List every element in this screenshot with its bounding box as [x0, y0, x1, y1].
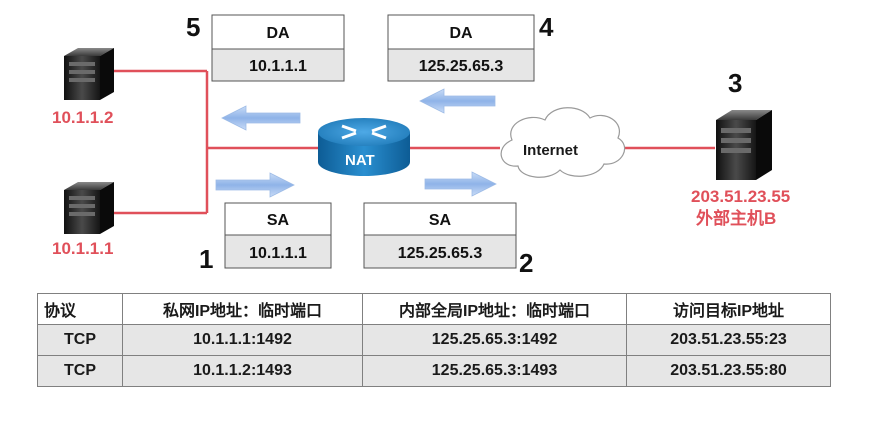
step-number-5: 5 [186, 12, 200, 42]
table-cell: 10.1.1.1:1492 [122, 324, 363, 356]
table-cell: 10.1.1.2:1493 [122, 355, 363, 387]
table-cell: 125.25.65.3:1493 [362, 355, 627, 387]
step-number-4: 4 [539, 12, 554, 42]
table-header-row: 协议 私网IP地址：临时端口 内部全局IP地址：临时端口 访问目标IP地址 [37, 293, 831, 325]
router-label: NAT [345, 152, 375, 169]
box5-value: 10.1.1.1 [249, 58, 307, 75]
table-row: TCP 10.1.1.2:1493 125.25.65.3:1493 203.5… [37, 355, 831, 387]
table-cell: 125.25.65.3:1492 [362, 324, 627, 356]
host1-ip: 10.1.1.2 [52, 108, 113, 127]
packet-box-1: SA 10.1.1.1 [224, 202, 332, 269]
packet-box-4: DA 125.25.65.3 [387, 14, 535, 82]
table-cell: TCP [37, 324, 123, 356]
column-header-protocol: 协议 [37, 293, 123, 325]
table-cell: TCP [37, 355, 123, 387]
server-icon [716, 110, 772, 180]
nat-translation-table: 协议 私网IP地址：临时端口 内部全局IP地址：临时端口 访问目标IP地址 TC… [37, 293, 831, 387]
table-cell: 203.51.23.55:80 [626, 355, 831, 387]
box1-header: SA [267, 212, 290, 229]
arrow-right-icon [424, 171, 497, 197]
arrow-right-icon [215, 172, 295, 198]
host3-ip: 203.51.23.55 [691, 187, 790, 206]
box2-header: SA [429, 212, 452, 229]
column-header-target-ip: 访问目标IP地址 [626, 293, 831, 325]
nat-diagram: 10.1.1.2 10.1.1.1 203.51.23.55 外部主机B 3 N… [52, 12, 790, 278]
box5-header: DA [266, 25, 290, 42]
step-number-1: 1 [199, 244, 213, 274]
cloud-label: Internet [523, 142, 578, 159]
network-links [110, 69, 715, 215]
packet-box-5: DA 10.1.1.1 [211, 14, 345, 82]
box1-value: 10.1.1.1 [249, 245, 307, 262]
host3-name: 外部主机B [696, 208, 776, 228]
arrow-left-icon [419, 88, 496, 114]
server-icon [64, 48, 114, 100]
packet-box-2: SA 125.25.65.3 [363, 202, 517, 269]
table-cell: 203.51.23.55:23 [626, 324, 831, 356]
box4-value: 125.25.65.3 [419, 58, 504, 75]
box2-value: 125.25.65.3 [398, 245, 483, 262]
table-row: TCP 10.1.1.1:1492 125.25.65.3:1492 203.5… [37, 324, 831, 356]
box4-header: DA [449, 25, 473, 42]
host2-ip: 10.1.1.1 [52, 239, 113, 258]
internet-cloud-icon: Internet [500, 107, 626, 178]
nat-router-icon: NAT [318, 118, 410, 176]
step-number-2: 2 [519, 248, 533, 278]
column-header-global-ip: 内部全局IP地址：临时端口 [362, 293, 627, 325]
server-icon [64, 182, 114, 234]
arrow-left-icon [221, 105, 301, 131]
column-header-private-ip: 私网IP地址：临时端口 [122, 293, 363, 325]
step-number-3: 3 [728, 68, 742, 98]
